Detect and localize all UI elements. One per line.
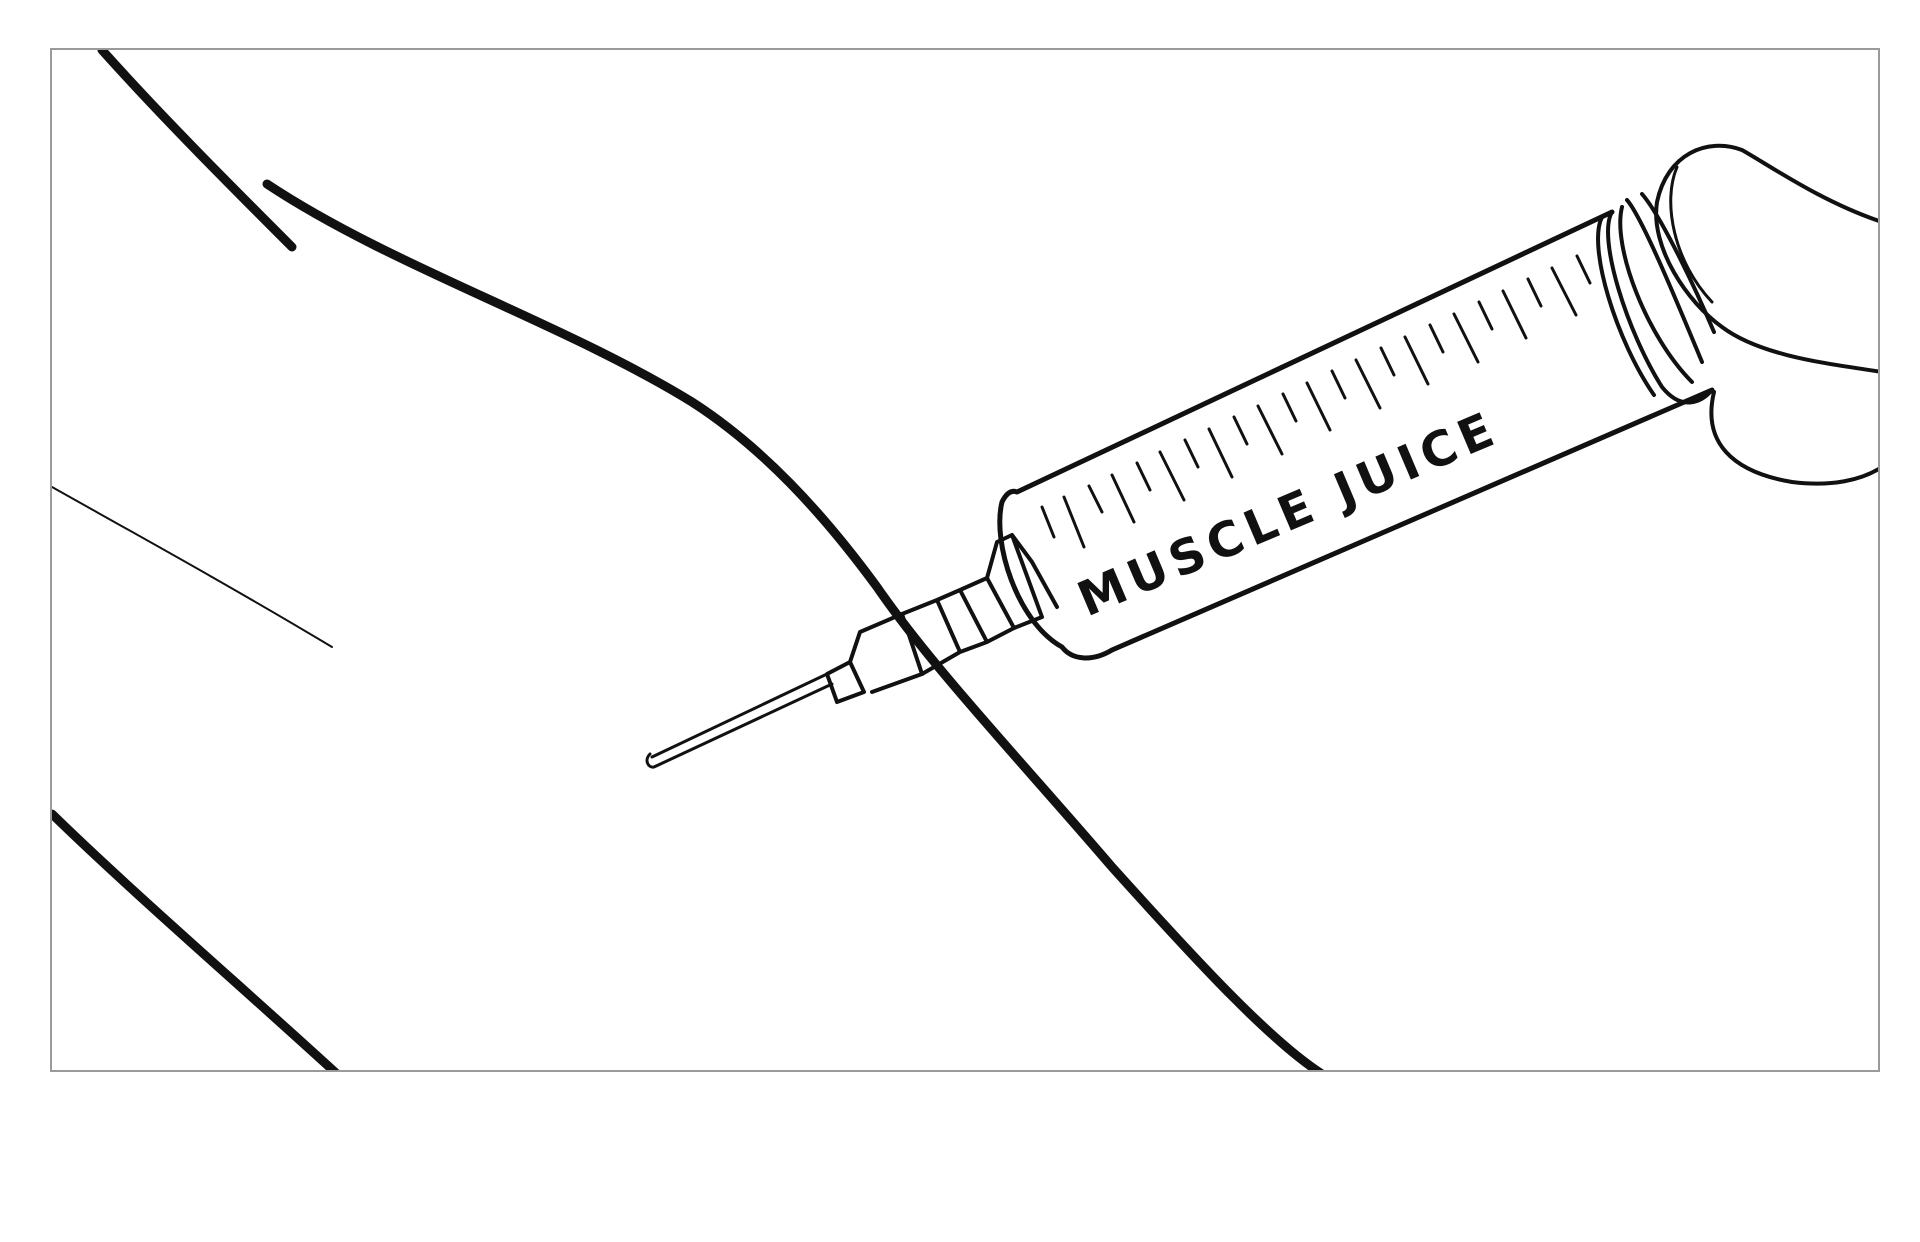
syringe-tip xyxy=(985,533,1059,630)
arm-top-edge xyxy=(97,50,297,252)
panel-illustration: MUSCLE JUICE xyxy=(52,50,1878,1070)
thumb-drawing xyxy=(1654,143,1878,486)
syringe: MUSCLE JUICE xyxy=(645,192,1716,769)
barrel-tick-marks xyxy=(1040,254,1592,549)
thumb-inner-line xyxy=(1669,165,1714,304)
storyboard-panel: MUSCLE JUICE xyxy=(50,48,1880,1072)
thumb-outline xyxy=(1654,143,1878,374)
barrel-end-ring xyxy=(1596,205,1714,405)
thumb-lower-edge xyxy=(1709,390,1878,486)
arm-drawing xyxy=(52,50,1325,1070)
arm-inner-line xyxy=(52,486,333,648)
needle xyxy=(645,672,834,769)
needle-hub xyxy=(825,612,924,704)
hub-ridges xyxy=(900,576,1016,676)
arm-lower-contour xyxy=(52,809,340,1070)
syringe-barrel xyxy=(997,209,1715,661)
arm-upper-contour xyxy=(262,179,1325,1070)
